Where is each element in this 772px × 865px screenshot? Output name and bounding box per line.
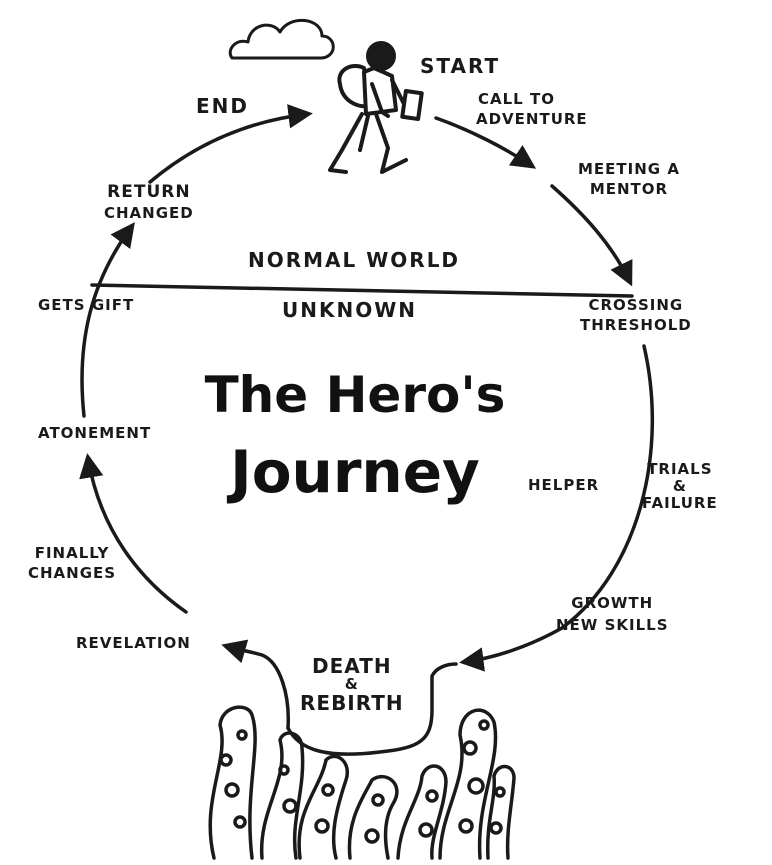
region-normal-world: Normal World [248,248,461,272]
stage-gets-gift: Gets Gift [38,296,135,314]
walking-hero-icon [328,41,424,174]
arc-to-growth [459,344,655,672]
stage-call-to-adventure: Call to Adventure [476,90,588,128]
stage-atonement: Atonement [38,424,152,442]
diagram-title-line2: Journey [230,438,480,506]
stage-meeting-a-mentor: Meeting a Mentor [578,160,680,198]
underworld-path [286,662,458,756]
diagram-title-line1: The Hero's [204,366,506,424]
region-unknown: Unknown [282,298,418,322]
stage-return-changed: Return Changed [104,182,194,222]
arc-to-revelation [221,639,290,730]
stage-helper: Helper [528,476,600,494]
stage-revelation: Revelation [76,634,191,652]
stage-death-and-rebirth: Death & Rebirth [300,654,404,715]
arc-to-threshold [550,184,633,287]
threshold-line [90,283,634,298]
cloud-icon [228,18,335,60]
stage-trials-and-failure: Trials & Failure [642,460,718,512]
stage-finally-changes: Finally Changes [28,544,117,582]
stage-crossing-threshold: Crossing Threshold [580,296,692,334]
arc-to-return [80,222,135,418]
stage-end: End [196,94,250,118]
tentacles-icon [208,705,516,860]
arc-to-atonement [79,453,188,614]
arc-to-mentor [434,116,537,169]
stage-start: Start [420,54,501,78]
arc-to-end [148,104,313,184]
stage-growth-new-skills: Growth New Skills [556,594,669,634]
